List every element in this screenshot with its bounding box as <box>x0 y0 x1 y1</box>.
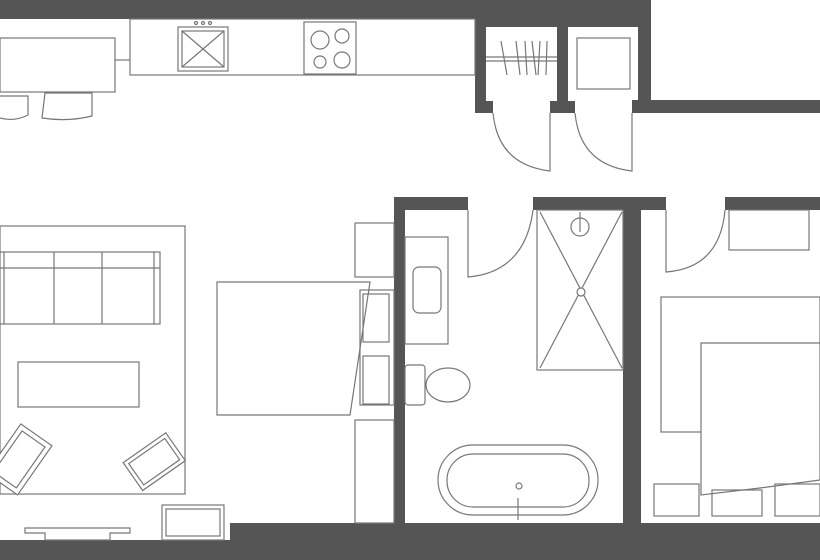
water-heater-icon <box>576 37 631 90</box>
armchair-icon <box>122 431 187 492</box>
rug <box>0 225 186 495</box>
bedroom-1 <box>216 222 395 524</box>
coffee-table <box>17 361 140 408</box>
living-room <box>0 225 225 541</box>
kitchen-counter <box>129 18 476 76</box>
toilet-bowl <box>425 367 471 403</box>
toilet-tank <box>404 364 426 406</box>
wardrobe <box>354 419 395 524</box>
closets <box>486 37 633 172</box>
bed-icon <box>216 281 371 416</box>
tv-console <box>24 527 131 541</box>
nightstand-2 <box>653 483 700 517</box>
closet-door-2 <box>574 112 633 172</box>
sink-icon <box>177 26 229 72</box>
stool-icon <box>41 92 93 121</box>
hangers-icon <box>500 40 548 76</box>
bedroom-2-door <box>665 209 726 273</box>
shelf <box>728 209 810 251</box>
basin-icon <box>412 266 442 314</box>
bathroom-door <box>467 209 534 278</box>
armchair-icon <box>0 423 53 496</box>
stool-icon <box>0 95 29 121</box>
cooktop-icon <box>303 21 357 75</box>
island-counter <box>0 37 116 93</box>
bed-2-icon <box>700 342 820 496</box>
shower <box>536 209 624 371</box>
closet-door-1 <box>492 112 551 172</box>
nightstand <box>354 222 395 278</box>
bathroom <box>404 209 624 520</box>
kitchen <box>0 18 476 121</box>
vanity <box>404 236 449 345</box>
sofa-icon <box>0 251 161 325</box>
dresser <box>359 289 395 406</box>
side-table <box>161 504 225 541</box>
bedroom-2 <box>653 209 820 517</box>
